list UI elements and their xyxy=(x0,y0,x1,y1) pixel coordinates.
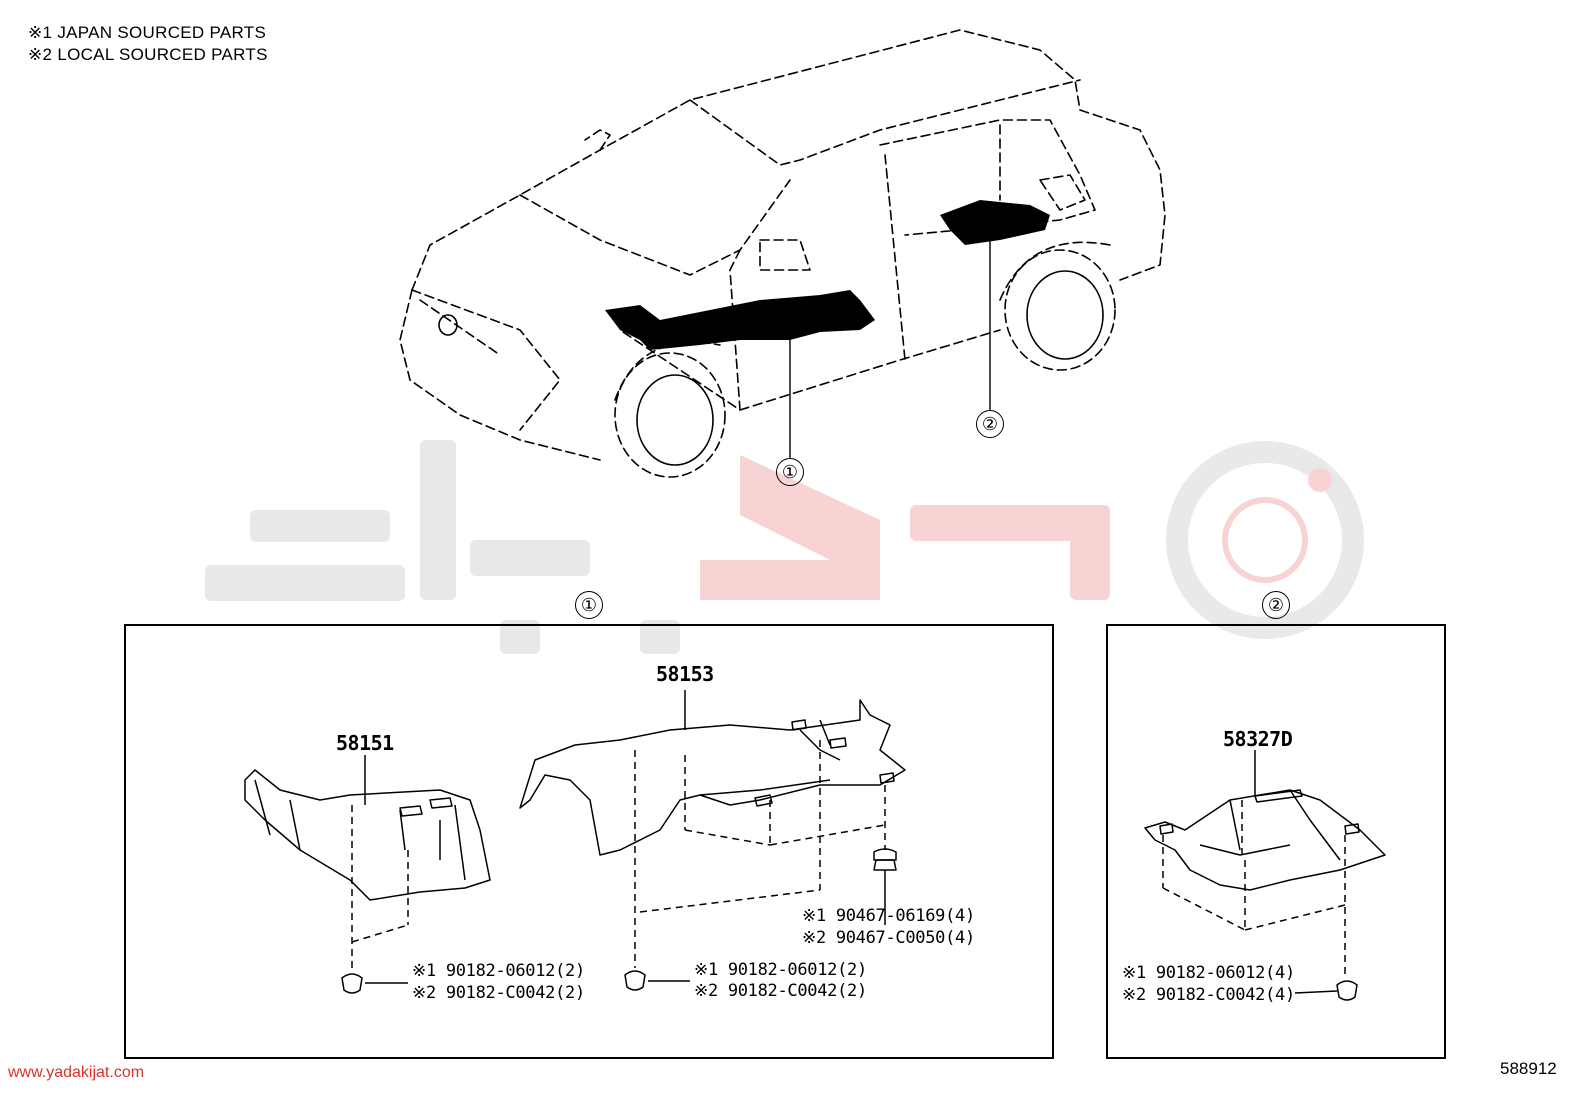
nut-right-shape xyxy=(873,848,897,871)
part-number-58327D[interactable]: 58327D xyxy=(1223,727,1293,751)
website-link[interactable]: www.yadakijat.com xyxy=(8,1064,145,1081)
note-local-sourced: ※2 LOCAL SOURCED PARTS xyxy=(28,45,268,64)
fastener-clip-mid-local[interactable]: ※2 90182-C0042(2) xyxy=(694,981,867,1001)
vehicle-outline xyxy=(399,29,1166,461)
front-wheel xyxy=(614,341,726,478)
clip-mid-shape xyxy=(624,970,646,991)
detail-panel-2 xyxy=(1106,624,1446,1059)
fastener-panel2-local[interactable]: ※2 90182-C0042(4) xyxy=(1122,985,1295,1005)
fastener-nut-right-jp[interactable]: ※1 90467-06169(4) xyxy=(802,906,975,926)
fastener-clip-left-jp[interactable]: ※1 90182-06012(2) xyxy=(412,961,585,981)
illustration-code: 588912 xyxy=(1500,1059,1557,1078)
part-58151-dash xyxy=(351,805,409,970)
fastener-clip-left-local[interactable]: ※2 90182-C0042(2) xyxy=(412,983,585,1003)
part-58153-shape xyxy=(519,699,906,856)
part-58153-dash xyxy=(634,740,886,968)
part-58327D-shape xyxy=(1144,789,1386,891)
detail-panel-1 xyxy=(124,624,1054,1059)
clip-panel2-shape xyxy=(1336,980,1358,1001)
part-number-58153[interactable]: 58153 xyxy=(656,662,714,686)
fastener-nut-right-local[interactable]: ※2 90467-C0050(4) xyxy=(802,928,975,948)
rear-wheel xyxy=(999,241,1116,371)
fastener-panel2-jp[interactable]: ※1 90182-06012(4) xyxy=(1122,963,1295,983)
highlight-rear-cover xyxy=(940,200,1050,245)
headlight-emblem xyxy=(438,314,458,336)
overview-callout-1[interactable]: ① xyxy=(776,458,804,486)
highlight-front-cover xyxy=(605,290,875,350)
overview-callout-2[interactable]: ② xyxy=(976,410,1004,438)
part-number-58151[interactable]: 58151 xyxy=(336,731,394,755)
fastener-clip-mid-jp[interactable]: ※1 90182-06012(2) xyxy=(694,960,867,980)
note-japan-sourced: ※1 JAPAN SOURCED PARTS xyxy=(28,23,267,42)
panel-1-callout: ① xyxy=(575,591,603,619)
clip-left-shape xyxy=(341,973,363,994)
part-58151-shape xyxy=(244,769,491,901)
part-58327D-dash xyxy=(1162,800,1346,975)
panel-2-callout: ② xyxy=(1262,591,1290,619)
